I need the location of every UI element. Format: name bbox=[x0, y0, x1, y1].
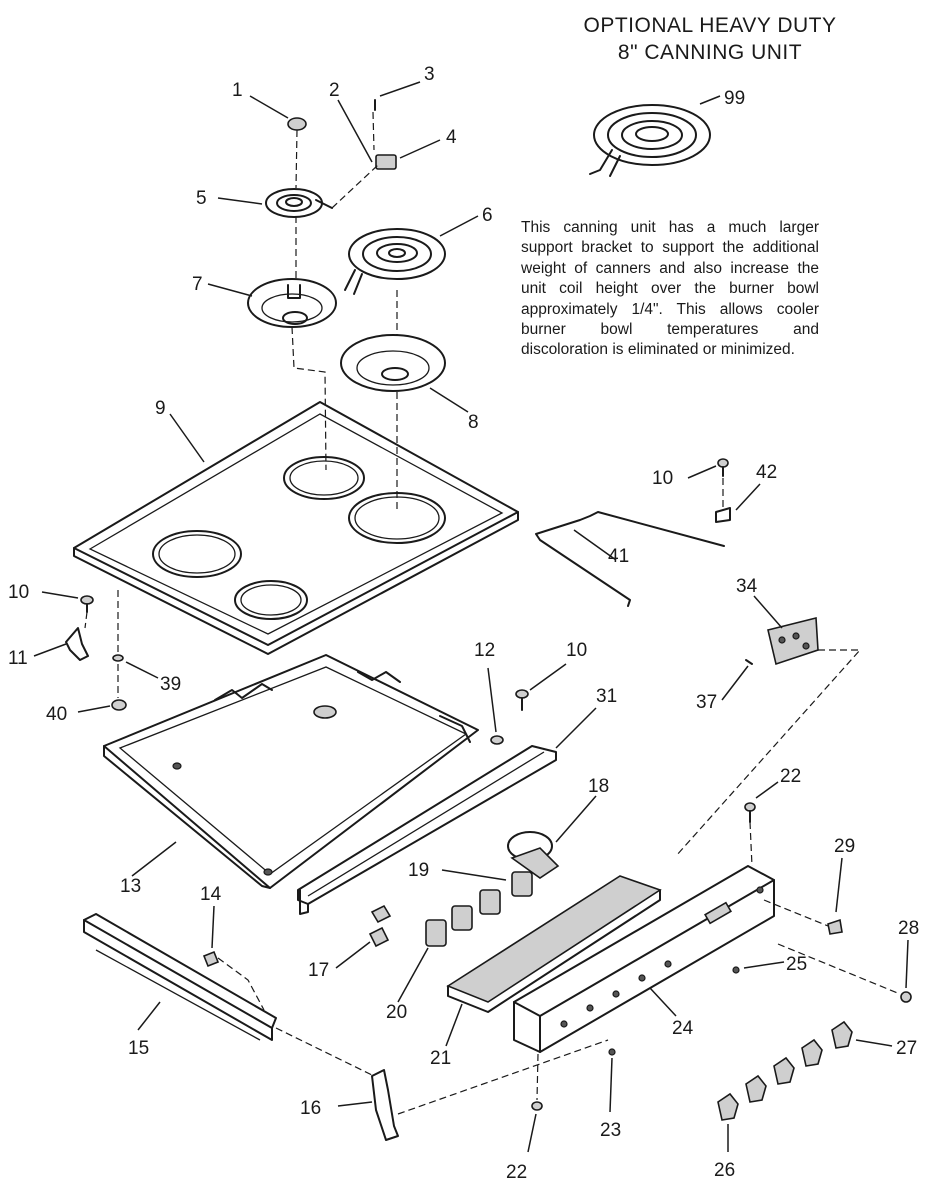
diagram-title: OPTIONAL HEAVY DUTY 8" CANNING UNIT bbox=[500, 12, 920, 66]
part-11-bracket bbox=[33, 627, 89, 661]
part-10-screw-center bbox=[515, 663, 567, 711]
callout-14: 14 bbox=[200, 884, 222, 905]
callout-4: 4 bbox=[446, 127, 457, 148]
part-16-bracket bbox=[337, 1069, 399, 1141]
callout-37: 37 bbox=[696, 692, 717, 713]
part-17-terminal bbox=[335, 904, 392, 969]
callout-3: 3 bbox=[424, 64, 435, 85]
part-13-burner-box bbox=[103, 654, 479, 889]
callout-6: 6 bbox=[482, 205, 493, 226]
part-23-screw bbox=[608, 1048, 616, 1113]
part-41-rod bbox=[535, 511, 725, 607]
callout-22-upper: 22 bbox=[780, 766, 801, 787]
callout-10-right: 10 bbox=[652, 468, 673, 489]
callout-22-lower: 22 bbox=[506, 1162, 527, 1183]
callout-8: 8 bbox=[468, 412, 479, 433]
part-27-knob bbox=[831, 1020, 893, 1049]
callout-9: 9 bbox=[155, 398, 166, 419]
callout-2: 2 bbox=[329, 80, 340, 101]
callout-24: 24 bbox=[672, 1018, 694, 1039]
callout-42: 42 bbox=[756, 462, 777, 483]
part-10-screw-left bbox=[41, 591, 94, 613]
part-18-infinite-switch bbox=[507, 795, 597, 879]
callout-25: 25 bbox=[786, 954, 807, 975]
callout-40: 40 bbox=[46, 704, 67, 725]
part-5-small-coil bbox=[217, 188, 333, 218]
canning-unit-note: This canning unit has a much larger supp… bbox=[521, 219, 819, 359]
part-28-nut bbox=[900, 939, 912, 1003]
callout-10-center: 10 bbox=[566, 640, 587, 661]
part-39-washer bbox=[112, 654, 159, 679]
part-42-clip bbox=[715, 483, 761, 523]
callout-16: 16 bbox=[300, 1098, 321, 1119]
callout-13: 13 bbox=[120, 876, 141, 897]
part-6-large-coil bbox=[344, 215, 479, 295]
title-line-1: OPTIONAL HEAVY DUTY bbox=[583, 14, 837, 37]
part-26-knobs bbox=[717, 1038, 823, 1152]
part-12-clip bbox=[487, 667, 504, 745]
part-34-switch bbox=[753, 595, 819, 666]
title-line-2: 8" CANNING UNIT bbox=[617, 41, 803, 64]
callout-29: 29 bbox=[834, 836, 855, 857]
part-15-front-trim bbox=[83, 913, 277, 1041]
callout-1: 1 bbox=[232, 80, 243, 101]
part-21-control-insert bbox=[445, 875, 662, 1047]
part-4-receptacle bbox=[337, 99, 441, 170]
canning-unit-coil-99 bbox=[589, 95, 721, 177]
part-19-switch-block bbox=[441, 869, 533, 931]
part-10-screw-right bbox=[687, 458, 729, 479]
part-22-screw-upper bbox=[744, 781, 779, 823]
part-14-clip bbox=[202, 905, 220, 968]
part-37-screw bbox=[721, 659, 753, 701]
callout-15: 15 bbox=[128, 1038, 149, 1059]
callout-5: 5 bbox=[196, 188, 207, 209]
part-20-switch bbox=[397, 919, 447, 1003]
callout-28: 28 bbox=[898, 918, 919, 939]
callout-19: 19 bbox=[408, 860, 429, 881]
callout-23: 23 bbox=[600, 1120, 621, 1141]
callout-39: 39 bbox=[160, 674, 181, 695]
part-1-cap bbox=[249, 95, 307, 131]
callout-26: 26 bbox=[714, 1160, 735, 1181]
part-8-large-bowl bbox=[340, 334, 469, 413]
part-25-screw bbox=[732, 961, 785, 974]
callout-27: 27 bbox=[896, 1038, 917, 1059]
part-7-small-bowl bbox=[207, 278, 337, 328]
part-3-screw bbox=[374, 81, 421, 111]
callout-labels: 1 2 3 4 5 6 7 8 9 99 10 42 41 34 37 10 1… bbox=[8, 64, 919, 1183]
part-40-nut bbox=[77, 699, 127, 713]
callout-34: 34 bbox=[736, 576, 758, 597]
part-31-front-rail bbox=[297, 707, 597, 915]
callout-31: 31 bbox=[596, 686, 617, 707]
callout-99: 99 bbox=[724, 88, 745, 109]
callout-41: 41 bbox=[608, 546, 629, 567]
part-29-clip bbox=[827, 857, 843, 935]
callout-20: 20 bbox=[386, 1002, 407, 1023]
callout-10-left: 10 bbox=[8, 582, 29, 603]
callout-11: 11 bbox=[8, 648, 28, 669]
part-24-control-panel bbox=[513, 865, 775, 1053]
callout-21: 21 bbox=[430, 1048, 451, 1069]
callout-18: 18 bbox=[588, 776, 609, 797]
callout-7: 7 bbox=[192, 274, 203, 295]
part-9-cooktop bbox=[73, 401, 519, 655]
callout-12: 12 bbox=[474, 640, 495, 661]
part-22-screw-lower bbox=[527, 1101, 543, 1153]
callout-17: 17 bbox=[308, 960, 329, 981]
